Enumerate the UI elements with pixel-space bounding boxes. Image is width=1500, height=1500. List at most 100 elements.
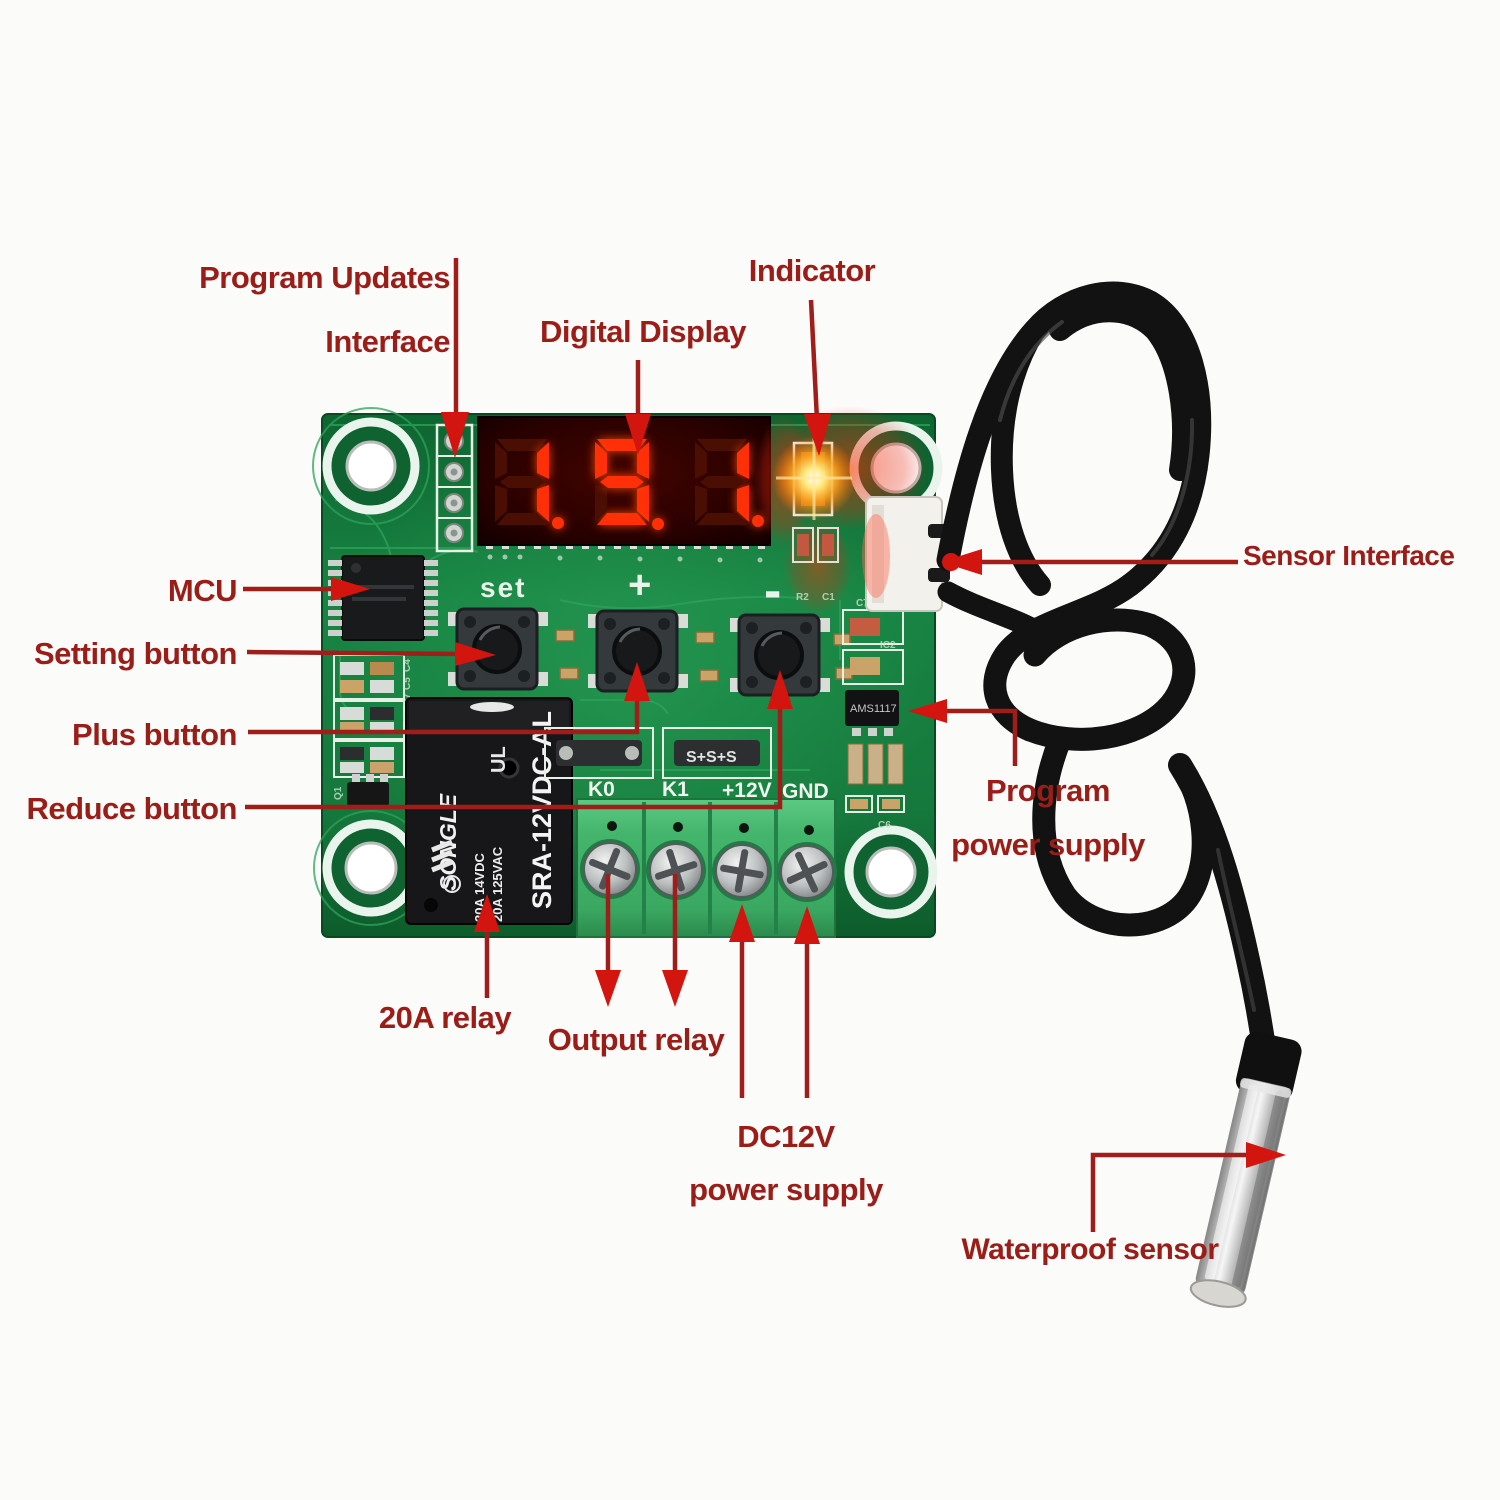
label-plus-button: Plus button — [72, 717, 237, 753]
label-line: Program Updates — [199, 260, 450, 295]
display-segment — [497, 513, 547, 525]
line-setting-button — [246, 649, 459, 657]
silkscreen-ic2: IC2 — [880, 640, 896, 651]
pcb-board: R2 C1 set + - — [312, 406, 950, 938]
display-segment — [700, 476, 744, 488]
display-segment — [637, 485, 649, 522]
silkscreen-gnd: GND — [782, 780, 829, 803]
display-segment — [697, 439, 747, 451]
line-waterproof — [1090, 1152, 1250, 1232]
setting-tactile-button — [448, 607, 548, 691]
label-sensor-interface: Sensor Interface — [1243, 540, 1455, 572]
arrowhead-output-1-icon — [595, 970, 621, 1007]
display-segment — [637, 442, 649, 479]
regulator-ams1117: AMS1117 C6 C7 IC2 — [842, 598, 905, 831]
relay-cert-mark: UL — [488, 746, 510, 773]
silkscreen-c6: C6 — [878, 820, 891, 831]
silkscreen-c5: C5 — [402, 677, 413, 690]
line-indicator — [808, 299, 820, 421]
label-line: Plus button — [72, 717, 237, 752]
silkscreen-12v: +12V — [722, 779, 772, 802]
silkscreen-k1: K1 — [662, 778, 689, 801]
display-segment — [697, 513, 747, 525]
label-setting-button: Setting button — [33, 636, 238, 672]
regulator-part-text: AMS1117 — [850, 703, 897, 715]
label-line: power supply — [951, 827, 1145, 862]
display-segment — [497, 439, 547, 451]
label-output-relay: Output relay — [520, 1022, 752, 1058]
relay-model: SRA-12VDC-AL — [527, 711, 557, 909]
arrowhead-indicator-icon — [804, 414, 831, 456]
display-segment — [495, 442, 507, 479]
label-waterproof-sensor: Waterproof sensor — [932, 1233, 1248, 1267]
display-segment — [495, 485, 507, 522]
label-indicator: Indicator — [712, 253, 912, 289]
label-digital-display: Digital Display — [498, 314, 788, 350]
label-line: MCU — [167, 573, 238, 608]
label-line: Indicator — [748, 253, 876, 288]
label-line: Sensor Interface — [1243, 540, 1455, 571]
label-line: Reduce button — [26, 791, 238, 826]
diode-marking: S+S+S — [686, 749, 737, 766]
line-program-power — [940, 708, 1018, 766]
label-20a-relay: 20A relay — [345, 1000, 545, 1036]
label-line: 20A relay — [378, 1000, 512, 1035]
waterproof-probe — [1189, 1031, 1302, 1308]
annotation-lines — [243, 258, 1250, 1232]
label-mcu: MCU — [167, 573, 238, 609]
smd-r2-c1: R2 C1 — [792, 527, 839, 603]
label-line: Setting button — [33, 636, 238, 671]
arrowhead-plus-icon — [624, 662, 650, 701]
label-line: Output relay — [547, 1022, 725, 1057]
label-reduce-button: Reduce button — [27, 791, 238, 827]
relay-rating-2: 20A 125VAC — [490, 846, 505, 922]
display-segment — [500, 476, 544, 488]
terminal-screws — [580, 839, 837, 902]
relay: UL SONGLE 20A 14VDC 20A 125VAC SRA-12VDC… — [405, 697, 573, 925]
label-program-updates-interface: Program Updates Interface — [199, 246, 450, 374]
terminal-silkscreen: K0 K1 +12V GND — [588, 778, 829, 803]
display-segment — [537, 485, 549, 522]
label-dc12v-power-supply: DC12V power supply — [660, 1110, 912, 1216]
silkscreen-q1: Q1 — [333, 786, 344, 800]
arrowhead-program-power-icon — [908, 699, 947, 723]
display-segment — [600, 476, 644, 488]
display-segment — [537, 442, 549, 479]
terminal-block — [576, 798, 837, 938]
arrowhead-waterproof-icon — [1246, 1142, 1286, 1168]
label-line: Program — [986, 773, 1110, 808]
mcu-chip — [328, 555, 438, 641]
arrowhead-program-updates-icon — [441, 412, 469, 458]
arrowhead-digital-display-icon — [625, 414, 651, 455]
diode-components: S+S+S — [544, 727, 772, 779]
silkscreen-set: set — [480, 572, 526, 603]
display-segment — [695, 485, 707, 522]
plus-tactile-button — [588, 609, 688, 693]
display-segment — [597, 513, 647, 525]
silkscreen-c4: C4 — [402, 659, 413, 672]
label-line: DC12V — [737, 1119, 835, 1154]
line-reduce-button — [245, 706, 783, 810]
digital-display-module — [477, 416, 771, 549]
label-line: Interface — [325, 324, 450, 359]
silkscreen-r2: R2 — [796, 592, 809, 603]
display-segment — [737, 442, 749, 479]
display-segment — [737, 485, 749, 522]
silkscreen-c1: C1 — [822, 592, 835, 603]
sensor-cable — [936, 281, 1280, 1084]
arrowhead-dc12v-2-icon — [794, 906, 820, 944]
arrowhead-sensor-interface-icon — [941, 549, 982, 575]
q1-transistor: Q1 — [333, 774, 389, 806]
arrowtip-sensor-dot-icon — [942, 553, 960, 571]
arrowhead-mcu-icon — [331, 577, 370, 601]
silkscreen-minus: - — [764, 562, 781, 620]
arrowhead-reduce-icon — [767, 670, 793, 709]
arrowhead-output-2-icon — [662, 970, 688, 1007]
relay-rating-1: 20A 14VDC — [472, 853, 487, 922]
annotation-arrowheads — [331, 412, 1286, 1168]
indicator-led — [772, 436, 856, 520]
label-program-power-supply: Program power supply — [920, 764, 1176, 872]
sensor-connector — [862, 496, 950, 612]
